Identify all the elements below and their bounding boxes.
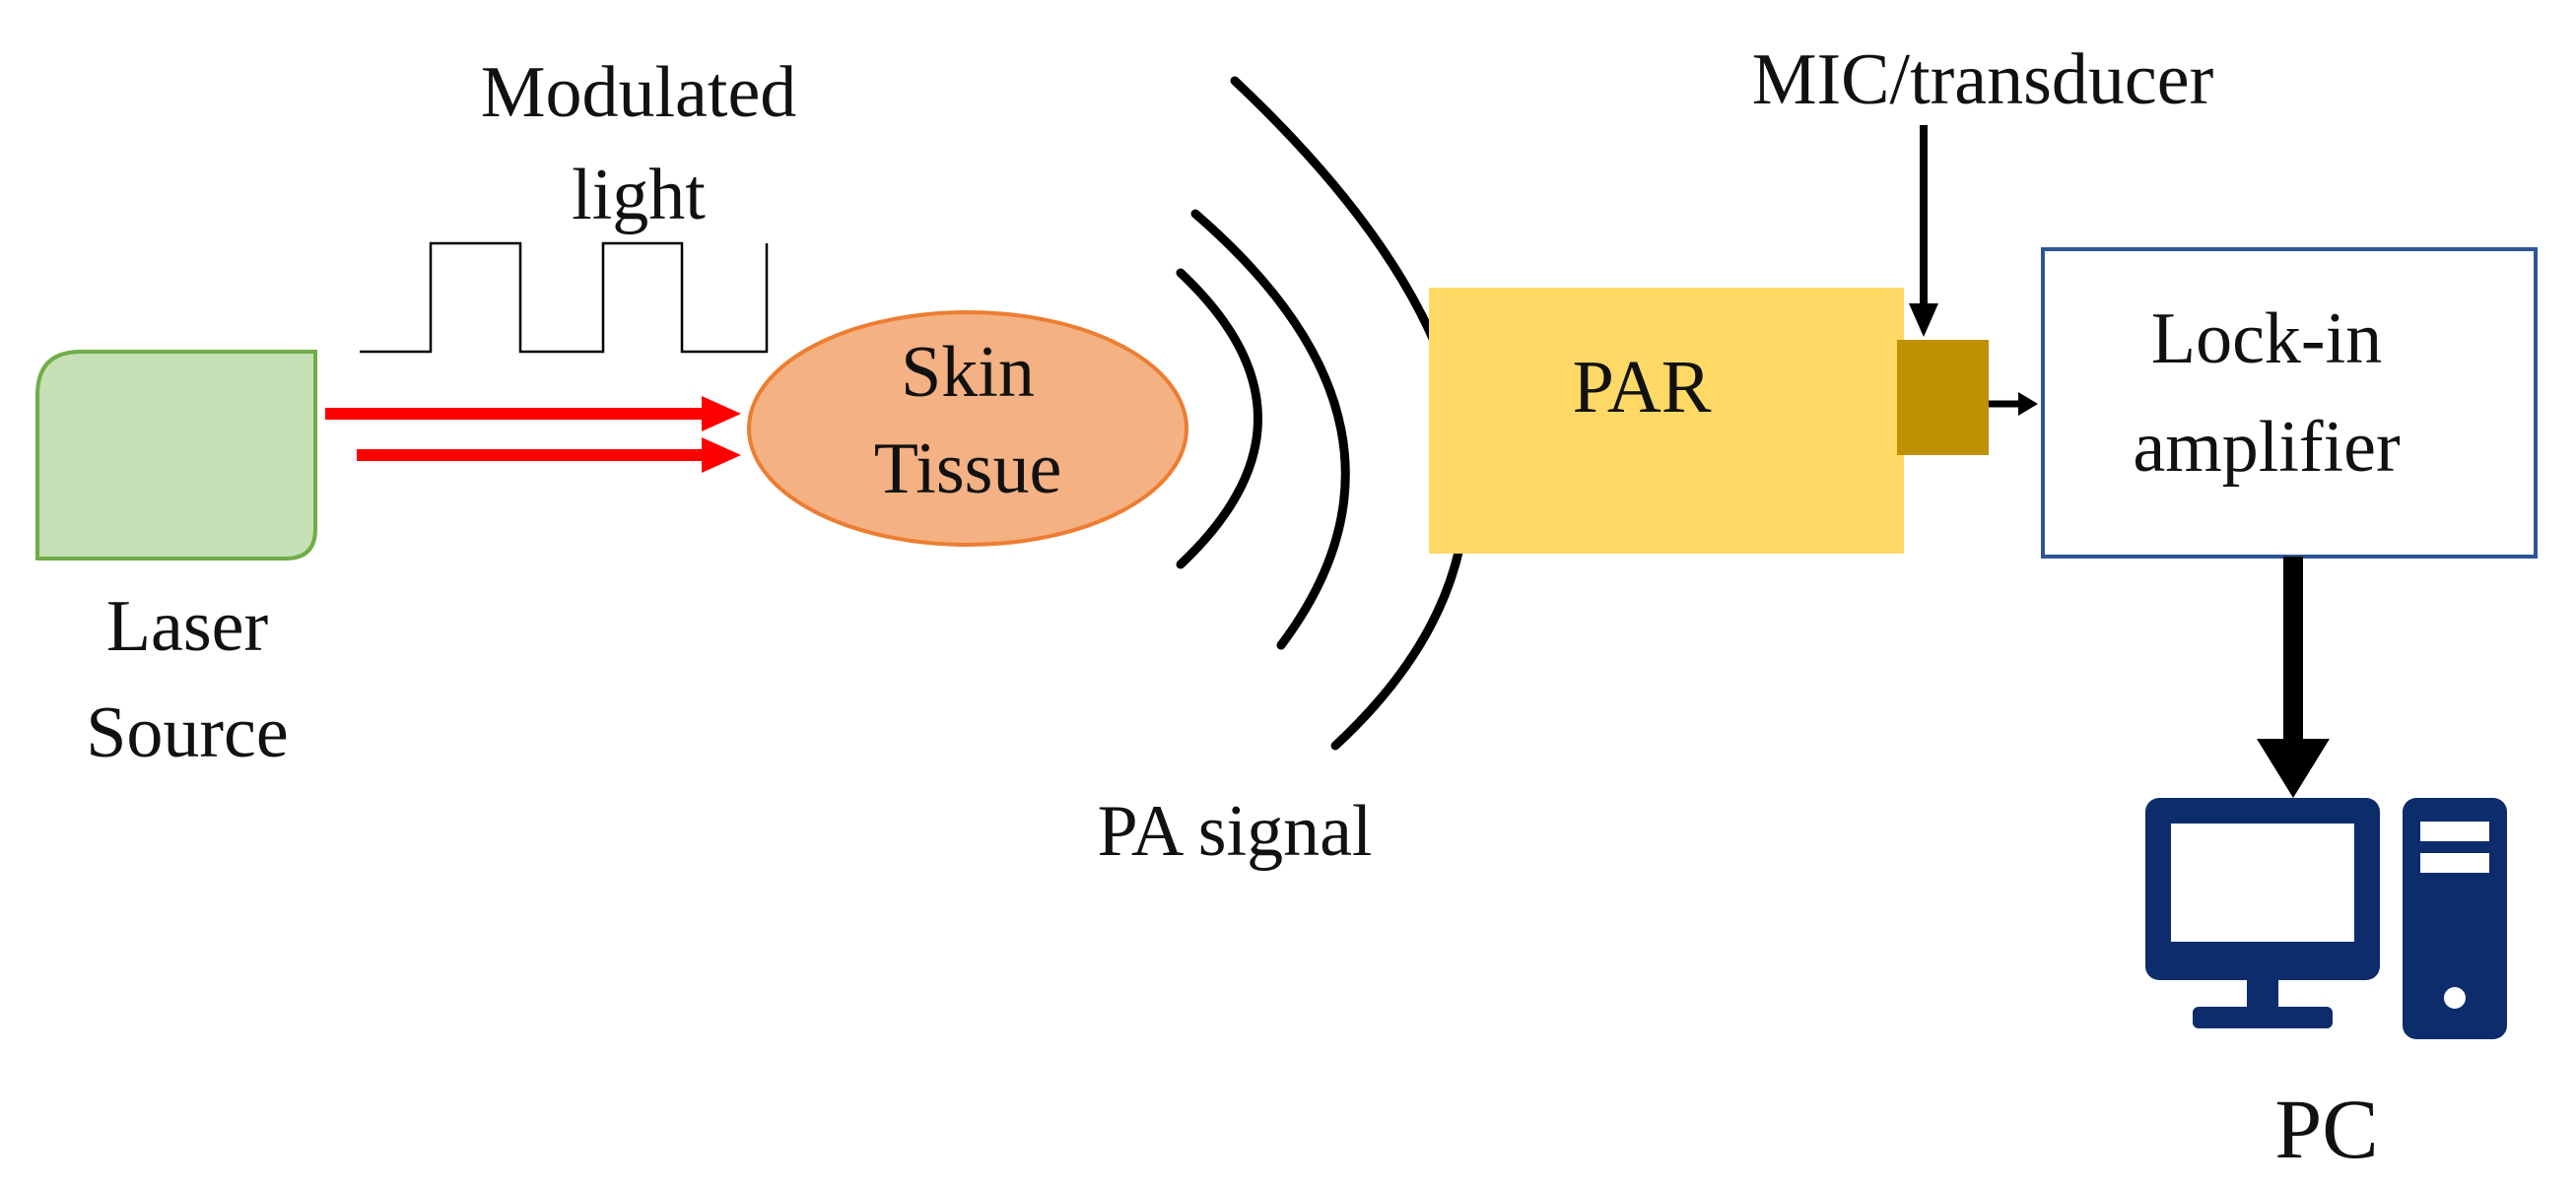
laser-source-box xyxy=(35,350,317,561)
pa-signal-wave-arc-2 xyxy=(1190,209,1350,650)
pc-label: PC xyxy=(2274,1082,2378,1176)
modulated-light-label-line1: Modulated xyxy=(481,52,797,133)
skin-tissue-ellipse xyxy=(747,310,1188,547)
skin-tissue-label-line1: Skin xyxy=(901,332,1035,413)
laser-source-label-line1: Laser xyxy=(106,586,268,667)
lockin-amplifier-box xyxy=(2041,247,2538,559)
laser-beam-arrowhead-2 xyxy=(702,437,741,473)
pc-monitor-screen xyxy=(2171,824,2354,942)
laser-beam-arrowhead-1 xyxy=(702,396,741,431)
mic-transducer-label: MIC/transducer xyxy=(1752,39,2214,120)
transducer-block xyxy=(1897,340,1989,455)
lockin-to-pc-arrowhead xyxy=(2257,739,2330,798)
pa-signal-wave-arc-1 xyxy=(1176,268,1262,569)
mic-transducer-pointer-arrowhead xyxy=(1909,303,1938,337)
pc-tower-slot-1 xyxy=(2420,822,2489,841)
pc-tower-slot-2 xyxy=(2420,853,2489,873)
pc-monitor-neck xyxy=(2247,980,2278,1008)
pc-tower-power-button xyxy=(2444,987,2466,1009)
transducer-to-lockin-arrowhead xyxy=(2018,392,2038,416)
par-label: PAR xyxy=(1573,346,1712,429)
modulated-light-square-wave xyxy=(360,241,769,354)
desktop-computer-icon xyxy=(2145,798,2507,1039)
lockin-amplifier-label-line2: amplifier xyxy=(2133,407,2400,488)
par-box xyxy=(1429,288,1904,554)
skin-tissue-label-line2: Tissue xyxy=(874,429,1062,509)
pc-monitor-stand xyxy=(2193,1007,2333,1028)
modulated-light-label-line2: light xyxy=(572,155,706,235)
lockin-amplifier-label-line1: Lock-in xyxy=(2151,298,2382,379)
pa-signal-label: PA signal xyxy=(1098,791,1373,872)
laser-source-label-line2: Source xyxy=(86,692,289,773)
